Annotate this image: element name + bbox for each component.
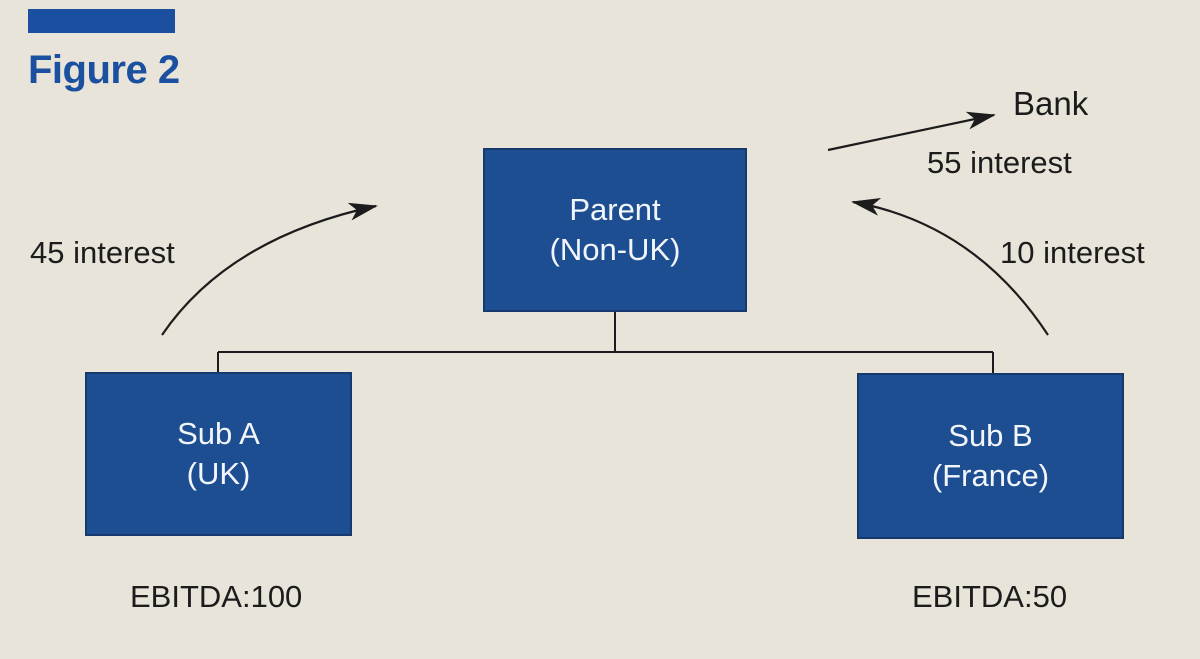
node-sub-a-location: (UK) bbox=[186, 456, 251, 491]
flow-label-45-interest: 45 interest bbox=[30, 235, 175, 270]
arrow-parent-to-bank bbox=[827, 111, 996, 152]
node-parent-name: Parent bbox=[569, 192, 661, 227]
node-sub-a-name: Sub A bbox=[177, 416, 260, 451]
figure-label-bar bbox=[28, 9, 175, 33]
flow-label-55-interest: 55 interest bbox=[927, 145, 1072, 180]
node-bank-label: Bank bbox=[1013, 85, 1089, 122]
node-sub-a: Sub A (UK) bbox=[85, 372, 352, 536]
arrow-sub-a-to-parent bbox=[161, 202, 378, 336]
sub-a-ebitda-label: EBITDA:100 bbox=[130, 579, 303, 614]
node-sub-b: Sub B (France) bbox=[857, 373, 1124, 539]
node-parent: Parent (Non-UK) bbox=[483, 148, 747, 312]
arrow-sub-b-to-parent bbox=[851, 197, 1049, 336]
node-sub-b-name: Sub B bbox=[948, 418, 1033, 453]
node-sub-b-location: (France) bbox=[931, 458, 1050, 493]
flow-label-10-interest: 10 interest bbox=[1000, 235, 1145, 270]
sub-b-ebitda-label: EBITDA:50 bbox=[912, 579, 1068, 614]
figure-title: Figure 2 bbox=[28, 48, 180, 92]
org-connector-lines bbox=[217, 312, 994, 374]
node-parent-location: (Non-UK) bbox=[549, 232, 681, 267]
